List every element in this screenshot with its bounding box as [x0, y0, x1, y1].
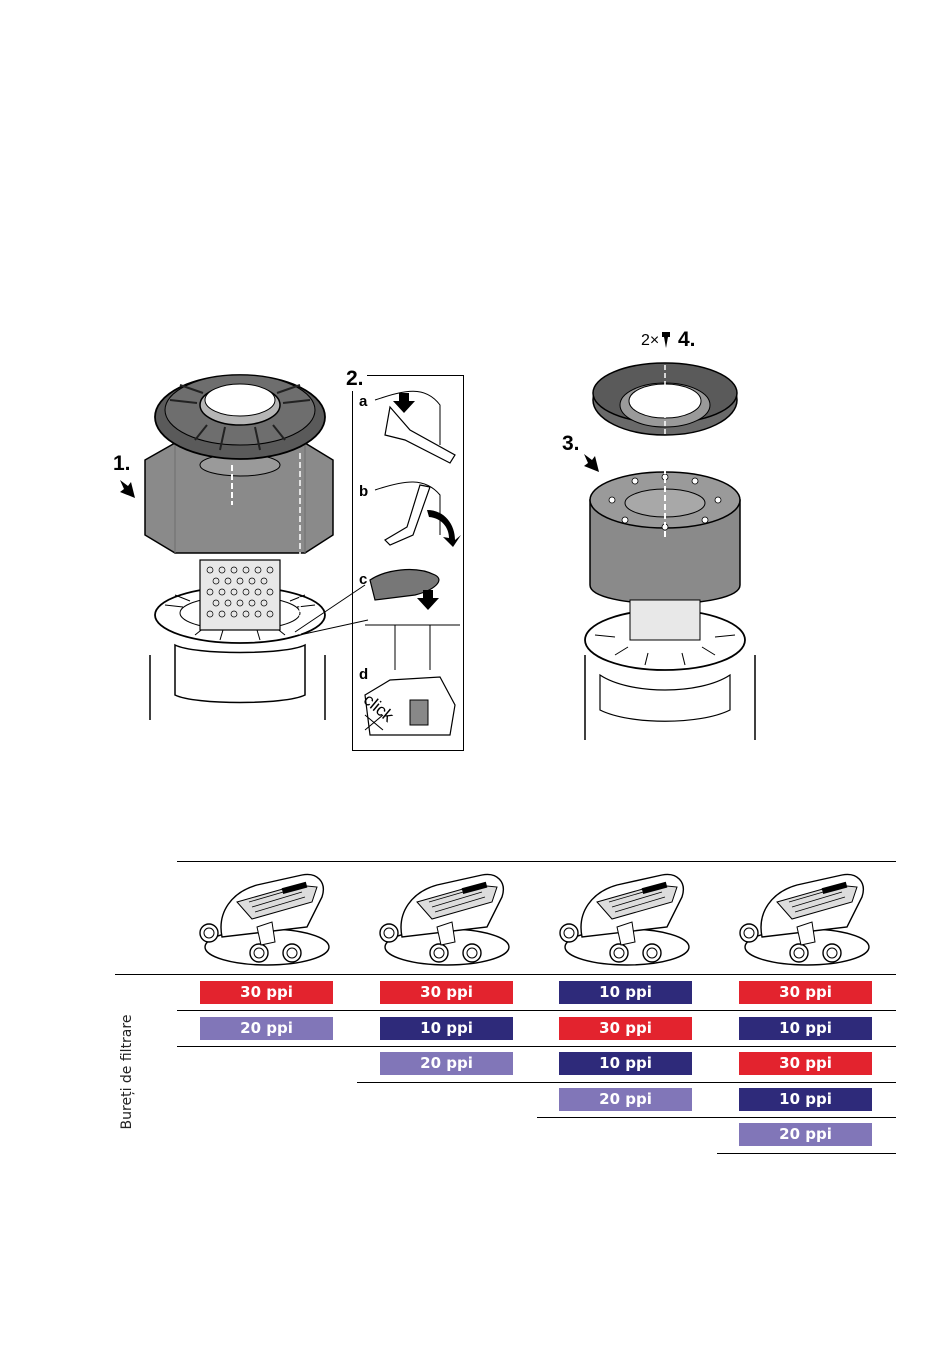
table-row-rule — [537, 1117, 896, 1118]
pump-illustration-3 — [557, 867, 697, 970]
table-row-rule — [177, 1010, 896, 1011]
table-row-rule — [717, 1153, 896, 1154]
down-arrow-icon — [580, 452, 604, 474]
down-arrow-icon — [116, 478, 140, 500]
step-3-label: 3. — [562, 432, 580, 456]
filter-badge-20ppi: 20 ppi — [200, 1017, 333, 1040]
filter-badge-30ppi: 30 ppi — [559, 1017, 692, 1040]
pump-illustration-4 — [737, 867, 877, 970]
step-4-label: 4. — [678, 328, 696, 352]
assembly-illustration-right — [580, 355, 760, 740]
filter-badge-20ppi: 20 ppi — [380, 1052, 513, 1075]
table-row-rule — [357, 1082, 896, 1083]
filter-badge-10ppi: 10 ppi — [380, 1017, 513, 1040]
table-header-rule — [115, 974, 896, 975]
filter-badge-20ppi: 20 ppi — [559, 1088, 692, 1111]
table-top-rule — [177, 861, 896, 862]
callout-lines — [290, 580, 370, 640]
pump-illustration-2 — [377, 867, 517, 970]
step-1-label: 1. — [113, 452, 131, 476]
filter-badge-10ppi: 10 ppi — [739, 1088, 872, 1111]
filter-badge-20ppi: 20 ppi — [739, 1123, 872, 1146]
filter-badge-30ppi: 30 ppi — [200, 981, 333, 1004]
filter-badge-30ppi: 30 ppi — [739, 1052, 872, 1075]
filter-badge-30ppi: 30 ppi — [739, 981, 872, 1004]
filter-badge-10ppi: 10 ppi — [559, 1052, 692, 1075]
screw-count-label: 2× — [641, 332, 659, 350]
filter-sponges-label: Bureți de filtrare — [119, 1015, 135, 1130]
assembly-illustration-left — [135, 355, 345, 720]
pump-illustration-1 — [197, 867, 337, 970]
filter-badge-10ppi: 10 ppi — [559, 981, 692, 1004]
filter-badge-30ppi: 30 ppi — [380, 981, 513, 1004]
screw-icon — [661, 331, 671, 349]
filter-badge-10ppi: 10 ppi — [739, 1017, 872, 1040]
table-row-rule — [177, 1046, 896, 1047]
